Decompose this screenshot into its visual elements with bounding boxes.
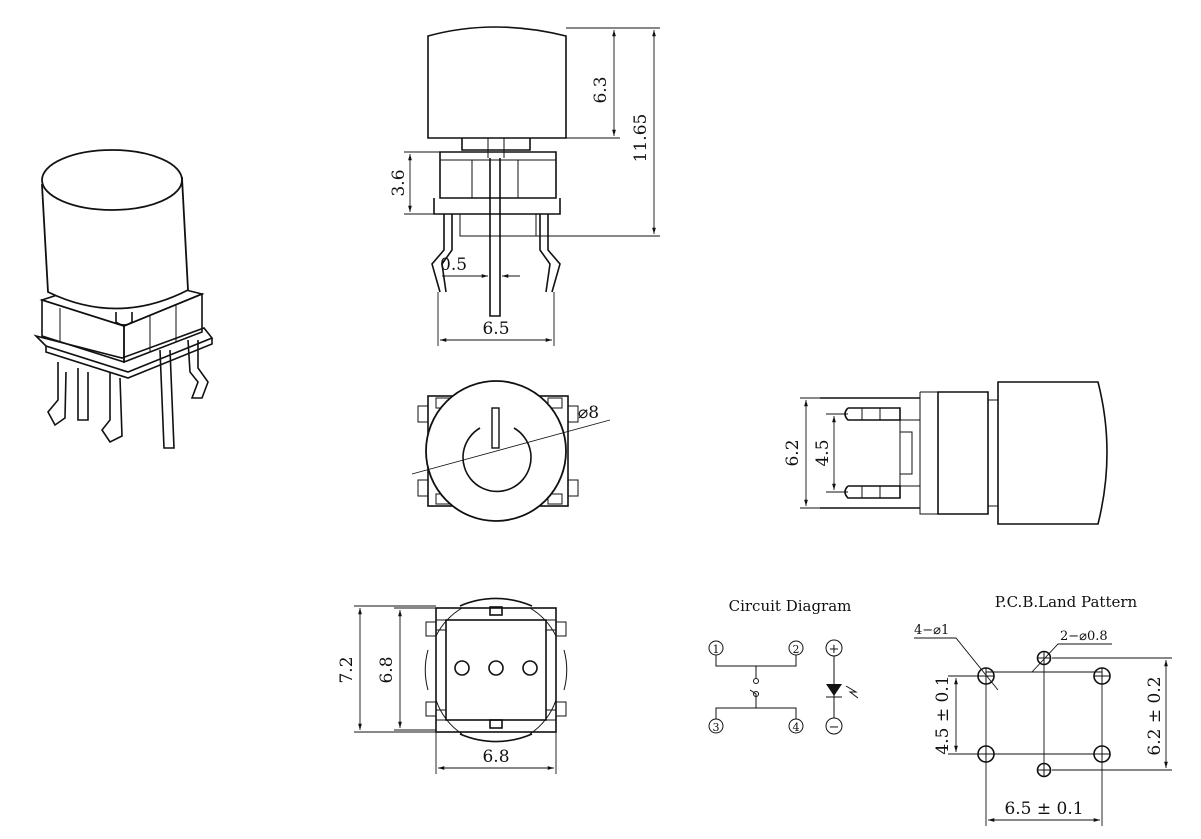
led-icon [826,684,842,696]
pin-1-label: 1 [713,643,720,656]
pcb-hole-note-small: 2−⌀0.8 [1060,629,1108,644]
pcb-land-pattern: P.C.B.Land Pattern 4−⌀1 2−⌀0.8 4.5 ± 0.1… [914,593,1172,826]
bottom-view: 7.2 6.8 6.8 [337,597,568,774]
pcb-dim-horizontal: 6.5 ± 0.1 [1004,799,1083,819]
pcb-title: P.C.B.Land Pattern [995,593,1138,611]
circuit-diagram-title: Circuit Diagram [729,597,852,615]
top-view: ⌀8 [411,380,611,522]
power-icon [462,427,532,493]
pin-4-label: 4 [793,721,800,734]
dim-cap-height: 6.3 [591,76,611,103]
pin-2-label: 2 [793,643,800,656]
front-view: 6.3 11.65 3.6 0.5 6.5 [389,26,660,346]
dim-total-height: 11.65 [631,114,651,163]
dim-cap-diameter: ⌀8 [578,403,599,423]
power-icon-bar [491,407,500,449]
dim-side-outer: 6.2 [783,439,803,466]
dim-bottom-width: 6.8 [482,747,509,767]
pcb-dim-vertical-right: 6.2 ± 0.2 [1145,676,1165,755]
dim-pin-width: 0.5 [440,255,467,275]
led-plus-label: + [829,642,840,657]
dim-bottom-height-inner: 6.8 [377,656,397,683]
led-minus-label: − [829,720,840,735]
pcb-dim-vertical-left: 4.5 ± 0.1 [933,675,953,754]
dim-bottom-height-outer: 7.2 [337,656,357,683]
circuit-diagram: Circuit Diagram 1 2 3 4 + − [708,597,859,735]
side-view: 6.2 4.5 [783,381,1108,525]
dim-body-height: 3.6 [389,169,409,196]
isometric-view [33,149,214,449]
dim-pin-spacing: 6.5 [482,319,509,339]
dim-side-inner: 4.5 [813,439,833,466]
pin-3-label: 3 [713,721,720,734]
pcb-hole-note-large: 4−⌀1 [914,623,949,638]
